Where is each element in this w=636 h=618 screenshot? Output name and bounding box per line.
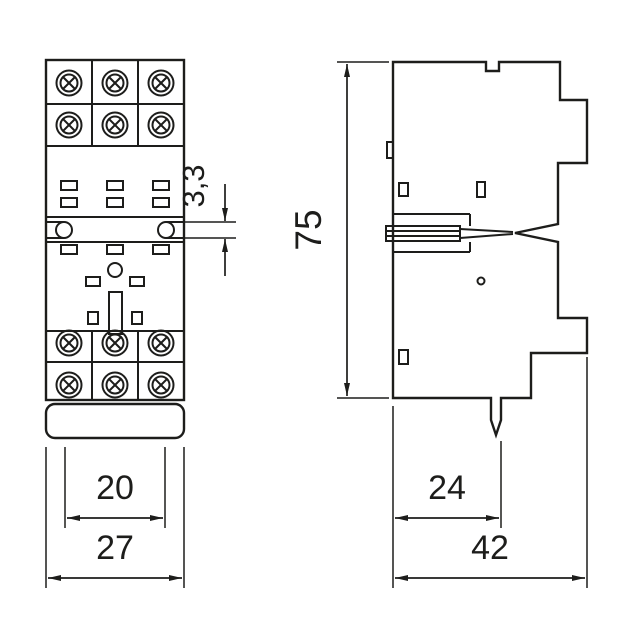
- dim-overall-height-label: 75: [288, 209, 329, 250]
- dim-overall-width-label: 27: [96, 529, 134, 567]
- retaining-slot: [46, 216, 184, 243]
- side-view: [385, 60, 589, 439]
- dim-inner-width-label: 20: [96, 469, 134, 507]
- dim-overall-depth-label: 42: [471, 529, 509, 567]
- dim-overall-depth: 42: [395, 357, 588, 588]
- front-body-outline: [44, 58, 186, 402]
- din-rail-clip: [385, 213, 514, 253]
- front-view: [44, 58, 186, 440]
- side-body-outline: [391, 60, 589, 439]
- dim-slot-height: 3,3: [176, 164, 236, 276]
- dim-depth-inner-label: 24: [428, 469, 466, 507]
- dim-overall-height: 75: [288, 61, 389, 399]
- label-plate: [44, 402, 186, 440]
- center-hole: [107, 262, 123, 278]
- dim-slot-height-label: 3,3: [176, 164, 211, 207]
- center-key: [108, 291, 123, 335]
- dim-overall-width: 27: [45, 447, 185, 588]
- dim-depth-inner: 24: [392, 406, 502, 588]
- dim-inner-width: 20: [64, 447, 166, 528]
